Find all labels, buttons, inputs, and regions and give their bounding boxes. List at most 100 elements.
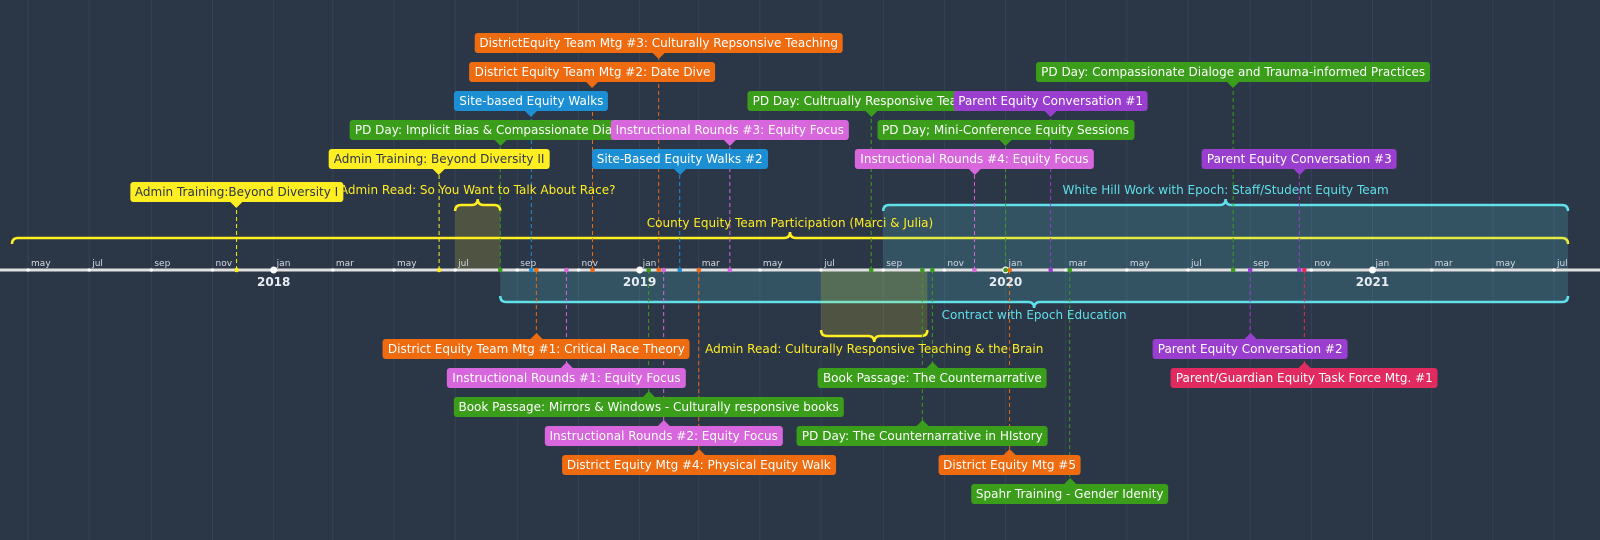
event-dot [529,267,534,273]
event-label: District Equity Mtg #4: Physical Equity … [561,449,836,475]
month-tick [1125,268,1129,272]
event-label: Instructional Rounds #1: Equity Focus [447,362,686,388]
event-label: PD Day; Mini-Conference Equity Sessions [877,120,1135,146]
event-dot [1007,267,1012,273]
month-label: nov [215,259,233,269]
month-tick [819,268,823,272]
month-tick [942,268,947,272]
month-label: jul [1191,259,1202,269]
span-area [455,205,501,270]
month-label: sep [1253,259,1270,269]
span-bracket [499,295,1570,309]
event-dot [1067,267,1073,273]
month-label: may [396,259,417,269]
month-tick [758,268,762,272]
event-label: District Equity Team Mtg #2: Date Dive [469,62,716,88]
event-label: DistrictEquity Team Mtg #3: Culturally R… [474,33,843,59]
event-label: PD Day: Compassionate Dialoge and Trauma… [1036,62,1431,88]
year-label: 2018 [256,275,291,289]
month-label: nov [947,259,964,269]
month-label: may [762,259,783,269]
month-tick [392,268,396,272]
event-dot [661,267,666,273]
event-label: Book Passage: The Counternarrative [817,362,1047,388]
event-dot [1247,267,1253,273]
event-label: PD Day: Implicit Bias & Compassionate Di… [349,120,651,146]
span-bracket [10,231,1570,245]
event-label: Admin Training: Beyond Diversity II [328,149,550,175]
span-area [821,270,928,336]
month-label: jul [92,259,103,269]
month-tick [149,268,154,272]
event-dot [564,267,569,273]
event-dot [656,267,661,273]
month-label: mar [1068,259,1087,269]
event-label: Parent Equity Conversation #3 [1201,149,1397,175]
span-label: Admin Read: Culturally Responsive Teachi… [705,342,1044,356]
event-dot [930,267,935,273]
span-label: White Hill Work with Epoch: Staff/Studen… [1062,183,1389,197]
month-tick [1063,268,1068,272]
month-tick [87,268,91,272]
month-label: nov [581,259,598,269]
event-label: Book Passage: Mirrors & Windows - Cultur… [453,391,844,417]
month-label: sep [886,259,903,269]
event-label: Admin Training:Beyond Diversity I [129,182,344,208]
month-tick [331,268,335,272]
event-label: Parent/Guardian Equity Task Force Mtg. #… [1170,362,1438,388]
month-tick [210,268,215,272]
month-tick [453,268,457,272]
event-label: Site-based Equity Walks [454,91,609,117]
event-dot [727,267,733,273]
event-dot [234,267,239,273]
event-dot [436,267,442,273]
month-tick [1552,268,1556,272]
month-label: jul [1556,259,1568,269]
span-label: Contract with Epoch Education [941,308,1127,322]
month-label: sep [520,259,537,269]
event-dot [1003,267,1008,273]
year-tick [1368,266,1376,274]
month-label: jul [824,259,835,269]
event-label: Parent Equity Conversation #1 [953,91,1149,117]
span-area [500,270,1569,302]
year-label: 2019 [622,275,657,289]
event-label: Spahr Training - Gender Idenity [970,478,1169,504]
month-tick [1429,268,1434,272]
month-label: jan [1008,259,1023,269]
month-tick [515,268,520,272]
month-label: jan [642,259,657,269]
event-dot [1048,267,1053,273]
month-label: mar [335,259,354,269]
span-bracket [453,198,502,212]
month-label: jan [1375,259,1390,269]
event-label: Instructional Rounds #4: Equity Focus [855,149,1094,175]
month-tick [1491,268,1495,272]
event-dot [534,267,539,273]
event-label: Instructional Rounds #3: Equity Focus [610,120,850,146]
event-dot [1302,267,1307,273]
year-tick [636,266,644,274]
event-dot [1230,267,1236,273]
event-label: Parent Equity Conversation #2 [1152,333,1348,359]
event-label: Instructional Rounds #2: Equity Focus [544,420,783,446]
span-label: County Equity Team Participation (Marci … [646,216,934,230]
event-dot [972,267,977,273]
span-bracket [881,198,1570,212]
month-tick [26,268,30,272]
span-area [883,205,1568,270]
event-dot [696,267,702,273]
event-label: PD Day: The Counternarrative in HIstory [796,420,1048,446]
event-dot [646,267,651,273]
month-label: may [31,259,51,269]
year-tick [270,266,278,274]
event-label: District Equity Mtg #5 [938,449,1081,475]
span-bracket [819,329,929,343]
month-tick [576,268,581,272]
event-dot [868,267,874,273]
month-tick [1186,268,1190,272]
event-label: Site-Based Equity Walks #2 [591,149,768,175]
year-label: 2021 [1355,275,1390,289]
